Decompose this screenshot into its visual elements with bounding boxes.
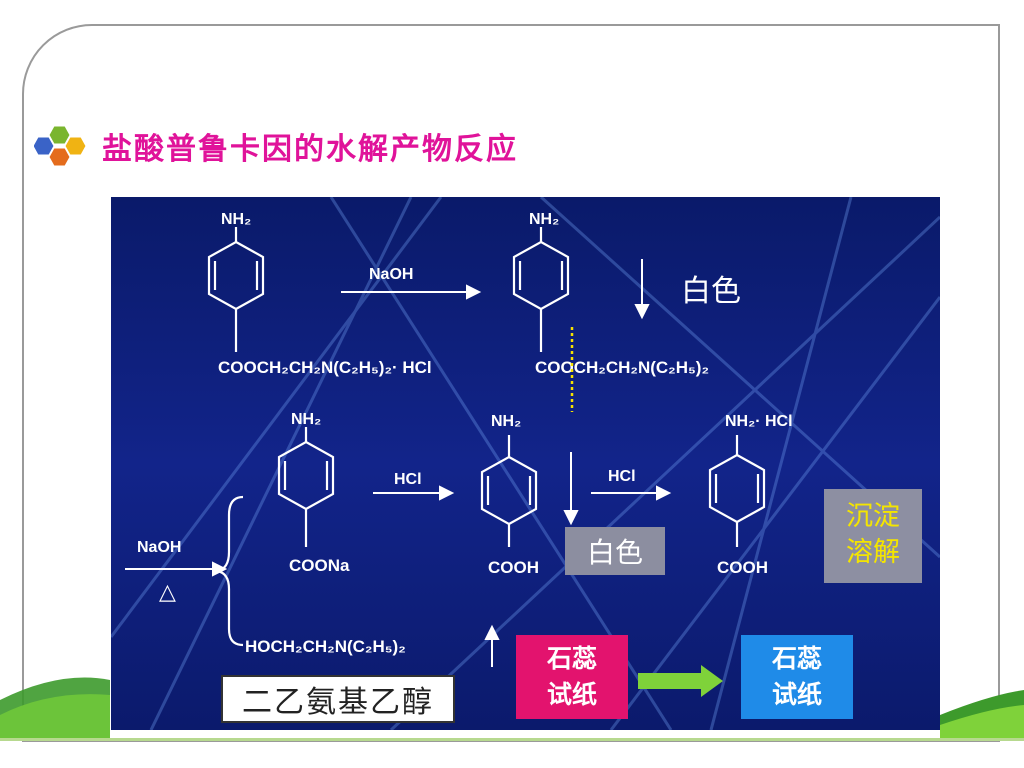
arrow-down-icon [563,452,579,526]
red-litmus-line-2: 试纸 [546,680,597,709]
dissolve-box: 沉淀 溶解 [824,489,922,583]
dissolve-line-2: 溶解 [846,537,900,568]
benzene-ring-hydrochloride [708,435,766,547]
reagent-hcl-1: HCl [394,471,422,488]
white-precipitate-label: 白色 [586,536,643,569]
salt-coona: COONa [289,556,350,575]
red-litmus-line-1: 石蕊 [546,644,597,673]
reagent-naoh-2: NaOH [137,539,181,556]
reactant-nh2: NH₂ [221,211,251,228]
benzene-ring-salt [277,427,335,547]
slide-title: 盐酸普鲁卡因的水解产物反应 [102,132,518,167]
product-ester-chain: COOCH₂CH₂N(C₂H₅)₂ [535,358,709,377]
salt-nh2: NH₂ [291,411,321,428]
byproduct-name: 二乙氨基乙醇 [242,685,434,720]
benzene-ring-reactant [207,227,265,352]
light-beams [111,197,940,730]
green-arrow-icon [638,665,723,697]
reagent-naoh-1: NaOH [369,266,413,283]
hydrochloride-nh2-hcl: NH₂· HCl [725,413,793,430]
red-litmus-paper: 石蕊 试纸 [516,635,628,719]
acid-cooh: COOH [488,558,539,577]
precipitate-white-label: 白色 [681,274,741,309]
dissolve-line-1: 沉淀 [846,501,900,532]
acid-nh2: NH₂ [491,413,521,430]
arrow-down-icon [634,259,650,320]
arrow-right-icon [591,485,672,501]
arrow-right-icon [125,561,228,577]
hexagon-cluster-icon [34,125,87,167]
blue-litmus-line-1: 石蕊 [771,644,822,673]
benzene-ring-product [512,227,570,352]
heat-symbol: △ [159,580,176,605]
arrow-right-icon [373,485,455,501]
reagent-hcl-2: HCl [608,468,636,485]
hydrochloride-cooh: COOH [717,558,768,577]
product-nh2: NH₂ [529,211,559,228]
white-precipitate-box: 白色 [565,527,665,575]
reaction-panel: NH₂ COOCH₂CH₂N(C₂H₅)₂· HCl NaOH NH₂ COOC… [111,197,940,730]
blue-litmus-line-2: 试纸 [771,680,822,709]
byproduct-formula: HOCH₂CH₂N(C₂H₅)₂ [245,637,406,656]
reactant-ester-chain: COOCH₂CH₂N(C₂H₅)₂· HCl [218,358,432,377]
reaction-diagram: NH₂ COOCH₂CH₂N(C₂H₅)₂· HCl NaOH NH₂ COOC… [111,197,940,730]
arrow-up-icon [484,624,500,667]
brace-icon [216,495,244,647]
arrow-right-icon [341,284,482,300]
byproduct-name-box: 二乙氨基乙醇 [221,675,455,723]
benzene-ring-acid [480,435,538,547]
blue-litmus-paper: 石蕊 试纸 [741,635,853,719]
title-bar: 盐酸普鲁卡因的水解产物反应 [34,120,518,172]
